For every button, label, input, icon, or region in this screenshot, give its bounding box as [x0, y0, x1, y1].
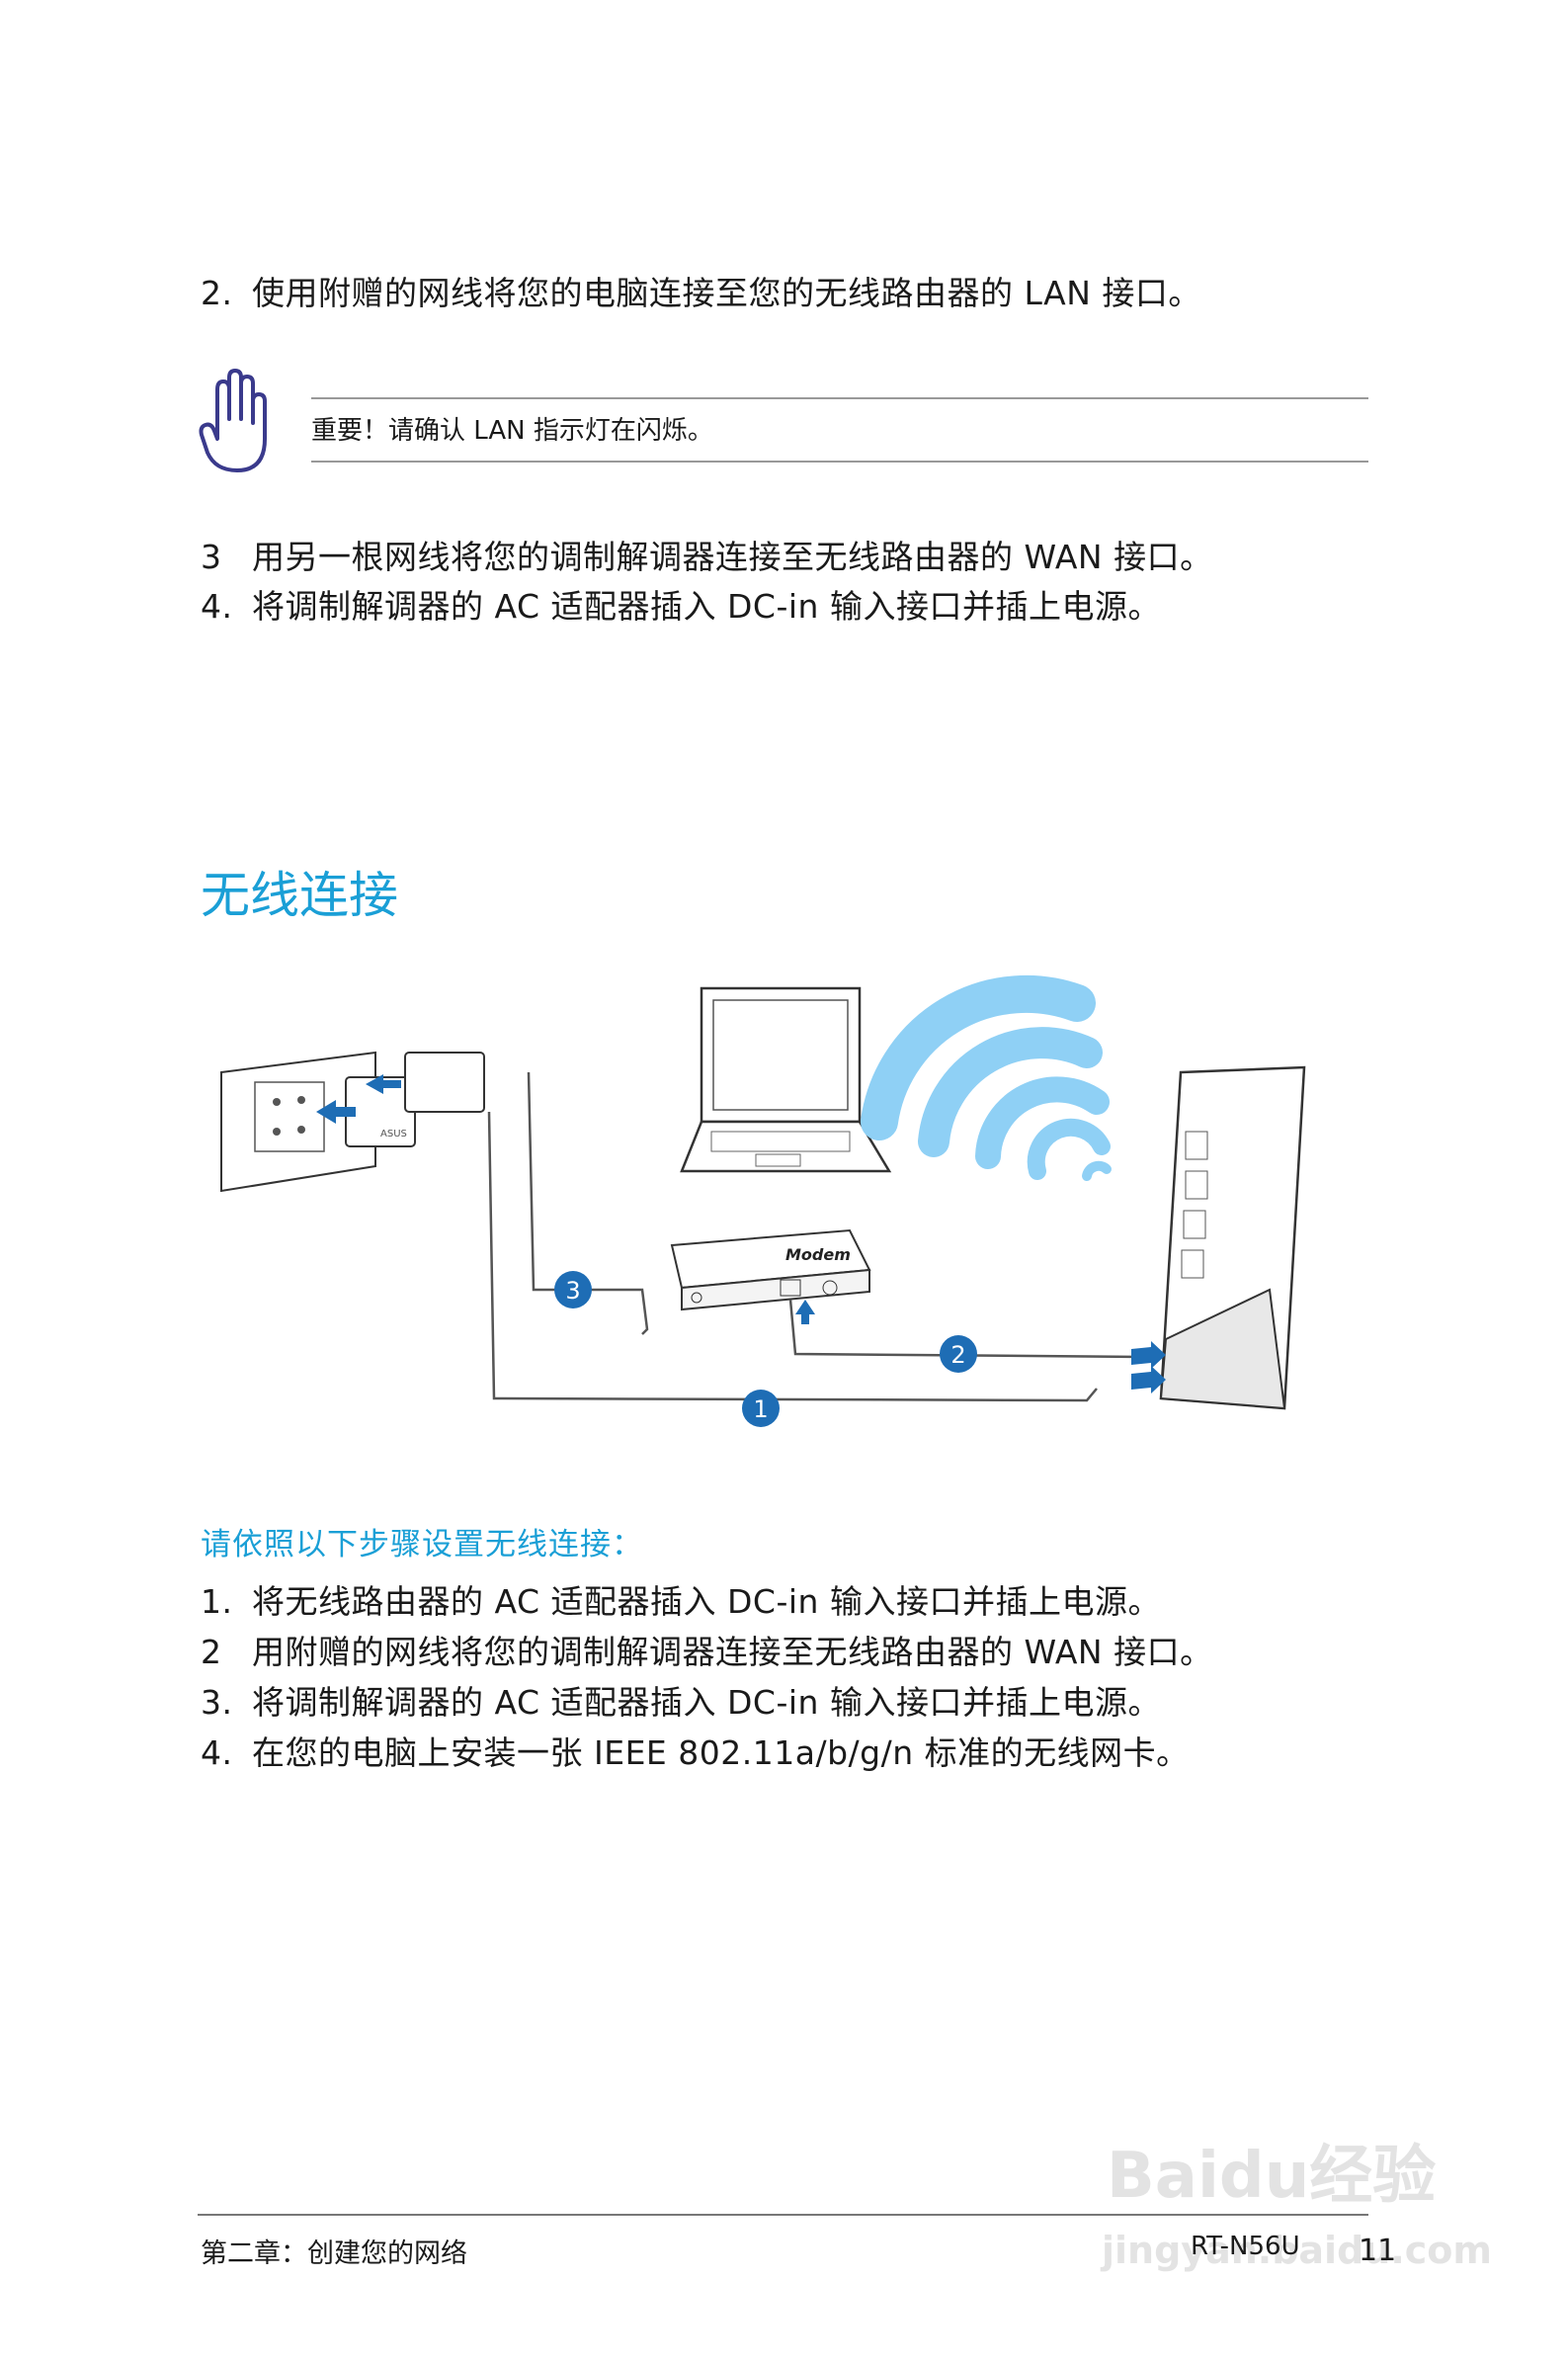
note-rule-top: [311, 397, 1368, 399]
svg-text:3: 3: [565, 1277, 580, 1305]
hand-stop-icon: [198, 368, 275, 476]
cables: [487, 1071, 1147, 1402]
step-item: 2 用附赠的网线将您的调制解调器连接至无线路由器的 WAN 接口。: [201, 1636, 1213, 1668]
watermark-url: jingyan.baidu.com: [1102, 2229, 1492, 2272]
note-text: 重要！请确认 LAN 指示灯在闪烁。: [311, 416, 713, 446]
callout-badge: 3: [554, 1271, 592, 1309]
step-number: 2.: [201, 274, 233, 312]
svg-text:1: 1: [753, 1395, 768, 1423]
step-item: 4. 在您的电脑上安装一张 IEEE 802.11a/b/g/n 标准的无线网卡。: [201, 1736, 1190, 1769]
step-text: 在您的电脑上安装一张 IEEE 802.11a/b/g/n 标准的无线网卡。: [252, 1733, 1190, 1772]
step-number: 4.: [201, 1733, 233, 1772]
step-item: 2. 使用附赠的网线将您的电脑连接至您的无线路由器的 LAN 接口。: [201, 277, 1201, 309]
instructions-heading: 请依照以下步骤设置无线连接：: [201, 1527, 643, 1562]
note-rule-bottom: [311, 461, 1368, 463]
step-text: 用附赠的网线将您的调制解调器连接至无线路由器的 WAN 接口。: [252, 1633, 1213, 1671]
footer-rule: [198, 2214, 1368, 2216]
callout-badge: 2: [940, 1335, 977, 1373]
callout-badge: 1: [742, 1390, 780, 1427]
step-number: 3: [201, 538, 222, 576]
connection-diagram: ASUS: [207, 973, 1344, 1438]
wireless-signal-icon: [861, 974, 1112, 1181]
footer-chapter: 第二章：创建您的网络: [201, 2238, 467, 2269]
step-number: 2: [201, 1633, 222, 1671]
step-item: 4. 将调制解调器的 AC 适配器插入 DC-in 输入接口并插上电源。: [201, 590, 1161, 623]
step-number: 1.: [201, 1582, 233, 1621]
footer-page-number: 11: [1359, 2234, 1397, 2268]
step-number: 4.: [201, 587, 233, 626]
step-item: 3. 将调制解调器的 AC 适配器插入 DC-in 输入接口并插上电源。: [201, 1686, 1161, 1719]
laptop-icon: [680, 986, 892, 1173]
power-adapter-icon: ASUS: [316, 1052, 485, 1147]
modem-label: Modem: [785, 1245, 851, 1264]
svg-text:2: 2: [950, 1341, 965, 1369]
step-text: 将调制解调器的 AC 适配器插入 DC-in 输入接口并插上电源。: [252, 587, 1161, 626]
step-text: 将无线路由器的 AC 适配器插入 DC-in 输入接口并插上电源。: [252, 1582, 1161, 1621]
step-item: 3 用另一根网线将您的调制解调器连接至无线路由器的 WAN 接口。: [201, 541, 1213, 573]
step-number: 3.: [201, 1683, 233, 1722]
section-title: 无线连接: [201, 867, 398, 924]
modem-icon: Modem: [670, 1228, 871, 1311]
router-icon: [1159, 1065, 1306, 1410]
step-text: 用另一根网线将您的调制解调器连接至无线路由器的 WAN 接口。: [252, 538, 1213, 576]
brand-label: ASUS: [380, 1129, 407, 1140]
step-text: 将调制解调器的 AC 适配器插入 DC-in 输入接口并插上电源。: [252, 1683, 1161, 1722]
footer-model: RT-N56U: [1191, 2232, 1300, 2261]
wall-outlet-icon: [220, 1051, 376, 1193]
step-text: 使用附赠的网线将您的电脑连接至您的无线路由器的 LAN 接口。: [252, 274, 1201, 312]
watermark-brand: Baidu经验: [1107, 2140, 1437, 2213]
step-item: 1. 将无线路由器的 AC 适配器插入 DC-in 输入接口并插上电源。: [201, 1585, 1161, 1618]
